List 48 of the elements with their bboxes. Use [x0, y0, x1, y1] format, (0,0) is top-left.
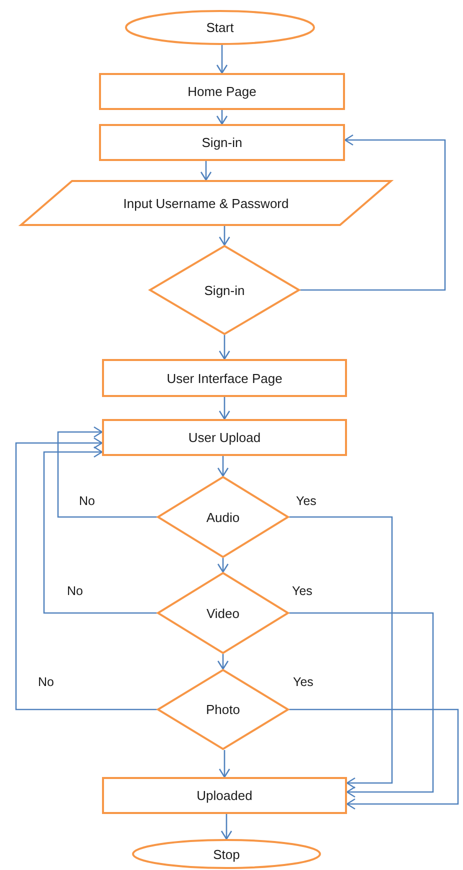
arrow: [200, 161, 212, 181]
edge-label: No: [78, 494, 96, 508]
process-box: [99, 73, 345, 110]
arrow: [15, 437, 157, 710]
input-parallelogram: [20, 180, 392, 226]
decision-diamond: [149, 245, 300, 335]
node-label: User Interface Page: [166, 370, 282, 386]
node-label: Start: [206, 20, 234, 35]
node-label: Sign-in: [202, 135, 242, 150]
arrow: [217, 558, 229, 573]
node-label: Home Page: [188, 84, 256, 99]
terminal-ellipse: [125, 10, 315, 45]
arrow: [217, 654, 229, 670]
edge-label: No: [37, 675, 55, 689]
edge-label: Yes: [295, 494, 318, 508]
arrow: [217, 456, 229, 477]
edge-label: Yes: [291, 584, 314, 598]
arrow: [218, 750, 230, 778]
node-label: Audio: [206, 510, 240, 524]
arrow: [216, 110, 228, 125]
node-label: User Upload: [188, 430, 261, 445]
arrow: [289, 708, 459, 810]
decision-diamond: [157, 669, 289, 750]
arrow: [57, 426, 157, 518]
arrow: [289, 516, 393, 789]
arrow: [218, 226, 230, 246]
process-box: [99, 124, 345, 161]
arrow: [289, 612, 434, 798]
decision-diamond: [157, 476, 289, 558]
arrow: [220, 814, 232, 840]
node-label: Photo: [206, 702, 240, 717]
arrow: [218, 335, 230, 360]
node-label: Sign-in: [204, 282, 245, 298]
edge-label: No: [66, 584, 84, 598]
terminal-ellipse: [132, 839, 321, 869]
process-box: [102, 777, 347, 814]
arrow: [300, 134, 446, 291]
node-label: Video: [206, 606, 240, 620]
process-box: [102, 419, 347, 456]
node-label: Stop: [213, 846, 240, 862]
arrow: [218, 397, 230, 420]
process-box: [102, 359, 347, 397]
arrow: [43, 446, 157, 614]
decision-diamond: [157, 572, 289, 654]
arrow: [216, 45, 228, 74]
node-label: Input Username & Password: [123, 196, 289, 210]
edge-label: Yes: [292, 675, 314, 689]
node-label: Uploaded: [196, 788, 252, 803]
